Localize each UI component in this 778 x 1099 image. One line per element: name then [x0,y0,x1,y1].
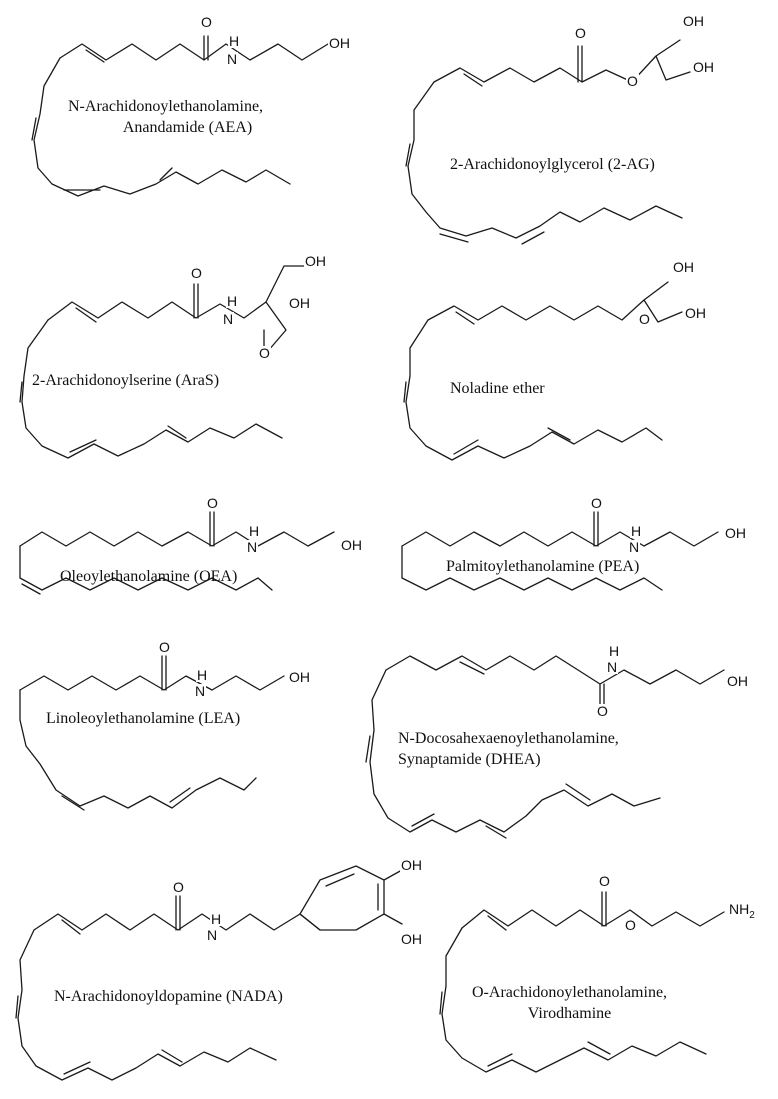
compound-name-line2: Anandamide (AEA) [122,119,253,136]
compound-name: 2-Arachidonoylserine (AraS) [32,372,220,389]
structure-aea [31,35,329,197]
atom-label: O [158,639,171,655]
compound-label-aras: 2-Arachidonoylserine (AraS) [32,370,219,391]
atom-label: O [596,703,609,719]
structure-2ag [405,39,691,245]
atom-label: N [606,659,619,675]
atom-label: O [638,311,651,327]
compound-label-2ag: 2-Arachidonoylglycerol (2-AG) [450,154,655,175]
compound-label-noladine: Noladine ether [450,378,545,399]
compound-name-line2: Synaptamide (DHEA) [398,751,541,768]
compound-name: Palmitoylethanolamine (PEA) [446,558,640,575]
structure-dhea [365,655,725,839]
atom-label: O [574,25,587,41]
atom-label: OH [304,253,327,269]
atom-label: O [626,73,639,89]
compound-label-virodhamine: O-Arachidonoylethanolamine, Virodhamine [472,982,667,1024]
atom-label: O [206,495,219,511]
atom-label: O [590,495,603,511]
structure-lea [19,655,285,811]
atom-label: H [248,523,261,539]
compound-name-line2: Virodhamine [527,1005,612,1022]
compound-name: N-Arachidonoylethanolamine, [68,98,264,115]
compound-name: Oleoylethanolamine (OEA) [60,568,238,585]
compound-name: O-Arachidonoylethanolamine, [472,984,668,1001]
atom-label: O [598,873,611,889]
atom-label: H [196,667,209,683]
compound-label-aea: N-Arachidonoylethanolamine, Anandamide (… [68,96,263,138]
atom-label: OH [288,669,311,685]
atom-label: OH [400,931,423,947]
atom-label: O [172,879,185,895]
atom-label: H [226,293,239,309]
compound-name: N-Docosahexaenoylethanolamine, [398,730,619,747]
atom-label: N [628,539,641,555]
structure-noladine [403,281,683,461]
atom-label: N [222,311,235,327]
atom-label: OH [288,295,311,311]
compound-label-pea: Palmitoylethanolamine (PEA) [446,556,639,577]
atom-label: OH [682,13,705,29]
atom-label: O [258,345,271,361]
amine-subscript: 2 [749,909,755,921]
atom-label: H [630,523,643,539]
atom-label: OH [724,525,747,541]
atom-label: OH [726,673,749,689]
atom-label: OH [328,35,351,51]
atom-label: H [210,911,223,927]
atom-label: N [194,683,207,699]
structure-nada [15,865,403,1081]
atom-label: OH [684,305,707,321]
compound-name: N-Arachidonoyldopamine (NADA) [54,988,283,1005]
structure-virodhamine [439,891,725,1073]
atom-label: N [206,927,219,943]
compound-name: 2-Arachidonoylglycerol (2-AG) [450,156,655,173]
amine-label: NH [729,901,750,917]
compound-name: Linoleoylethanolamine (LEA) [46,710,241,727]
atom-label: NH2 [728,902,756,923]
atom-label: O [200,14,213,30]
atom-label: O [190,265,203,281]
atom-label: O [624,917,637,933]
compound-label-lea: Linoleoylethanolamine (LEA) [46,708,240,729]
atom-label: H [228,33,241,49]
atom-label: H [608,643,621,659]
structure-oea [19,511,335,595]
atom-label: OH [400,857,423,873]
compound-label-nada: N-Arachidonoyldopamine (NADA) [54,986,283,1007]
atom-label: N [226,51,239,67]
structure-aras [19,265,305,459]
compound-name: Noladine ether [450,380,545,397]
compound-label-dhea: N-Docosahexaenoylethanolamine, Synaptami… [398,728,619,770]
structure-pea [401,511,719,591]
atom-label: OH [672,259,695,275]
compound-label-oea: Oleoylethanolamine (OEA) [60,566,237,587]
atom-label: N [246,539,259,555]
atom-label: OH [340,537,363,553]
atom-label: OH [692,59,715,75]
